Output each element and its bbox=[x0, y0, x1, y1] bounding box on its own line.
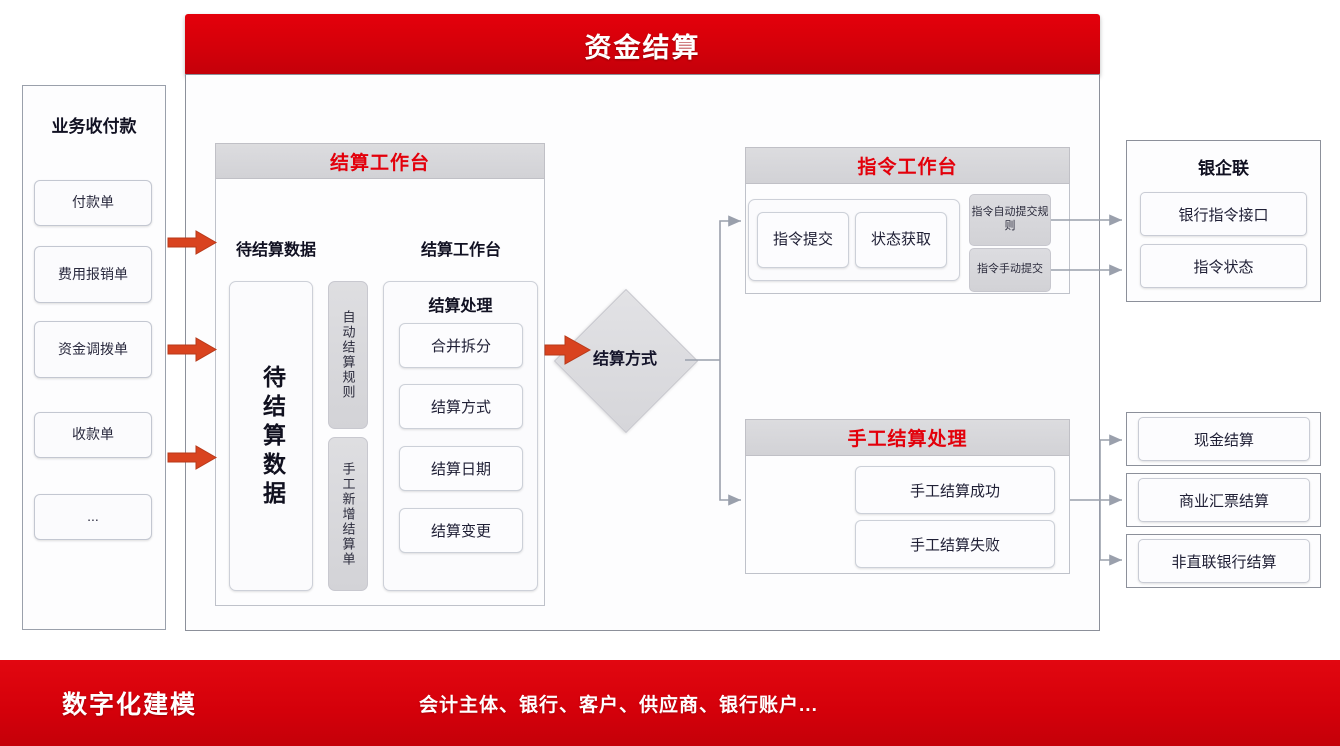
bank-instruction-interface-box[interactable]: 银行指令接口 bbox=[1140, 192, 1307, 236]
process-item-settlement-change[interactable]: 结算变更 bbox=[399, 508, 523, 553]
footer-title: 数字化建模 bbox=[62, 691, 198, 719]
doc-item-label: 费用报销单 bbox=[58, 265, 128, 282]
manual-settlement-failure-box[interactable]: 手工结算失败 bbox=[855, 520, 1055, 568]
process-item-merge-split[interactable]: 合并拆分 bbox=[399, 323, 523, 368]
settlement-process-title: 结算处理 bbox=[428, 298, 493, 315]
non-direct-bank-settlement-label: 非直联银行结算 bbox=[1171, 553, 1277, 571]
doc-item-expense-claim[interactable]: 费用报销单 bbox=[34, 246, 152, 303]
non-direct-bank-settlement-box[interactable]: 非直联银行结算 bbox=[1138, 539, 1310, 583]
commercial-bill-settlement-label: 商业汇票结算 bbox=[1178, 492, 1269, 510]
process-item-label: 合并拆分 bbox=[430, 338, 491, 355]
instruction-manual-submit-box[interactable]: 指令手动提交 bbox=[969, 248, 1051, 292]
manual-add-settlement-strip[interactable]: 手工新增结算单 bbox=[328, 437, 368, 591]
doc-item-payment-order[interactable]: 付款单 bbox=[34, 180, 152, 226]
cash-settlement-box[interactable]: 现金结算 bbox=[1138, 417, 1310, 461]
manual-settlement-failure-label: 手工结算失败 bbox=[909, 536, 1000, 554]
instruction-submit-box[interactable]: 指令提交 bbox=[757, 212, 849, 268]
pending-data-label: 待结算数据 bbox=[259, 364, 286, 510]
instruction-manual-submit-label: 指令手动提交 bbox=[977, 263, 1043, 276]
status-fetch-label: 状态获取 bbox=[870, 231, 931, 249]
settlement-workbench-header: 结算工作台 bbox=[215, 143, 545, 179]
manual-settlement-success-box[interactable]: 手工结算成功 bbox=[855, 466, 1055, 514]
doc-item-receipt-order[interactable]: 收款单 bbox=[34, 412, 152, 458]
commercial-bill-settlement-box[interactable]: 商业汇票结算 bbox=[1138, 478, 1310, 522]
manual-settlement-title: 手工结算处理 bbox=[847, 429, 968, 450]
settlement-workbench-column-title: 结算工作台 bbox=[420, 242, 501, 259]
business-receipts-title: 业务收付款 bbox=[51, 117, 137, 136]
settlement-workbench-title: 结算工作台 bbox=[329, 152, 430, 174]
bank-enterprise-title: 银企联 bbox=[1198, 159, 1249, 178]
doc-item-label: 资金调拨单 bbox=[58, 340, 128, 357]
instruction-auto-submit-rule-box[interactable]: 指令自动提交规则 bbox=[969, 194, 1051, 246]
doc-item-label: ... bbox=[87, 508, 99, 525]
doc-item-label: 付款单 bbox=[72, 194, 114, 211]
page-title: 资金结算 bbox=[584, 32, 701, 63]
process-item-label: 结算方式 bbox=[430, 399, 491, 416]
decision-label: 结算方式 bbox=[592, 350, 657, 368]
process-item-label: 结算变更 bbox=[430, 523, 491, 540]
footer-banner: 数字化建模 会计主体、银行、客户、供应商、银行账户... bbox=[0, 660, 1340, 746]
doc-item-label: 收款单 bbox=[72, 426, 114, 443]
manual-settlement-success-label: 手工结算成功 bbox=[909, 482, 1000, 500]
process-item-label: 结算日期 bbox=[430, 461, 491, 478]
instruction-status-box[interactable]: 指令状态 bbox=[1140, 244, 1307, 288]
instruction-workbench-header: 指令工作台 bbox=[745, 147, 1070, 184]
bank-instruction-interface-label: 银行指令接口 bbox=[1178, 206, 1269, 224]
instruction-auto-submit-rule-label: 指令自动提交规则 bbox=[971, 206, 1049, 232]
settlement-method-decision[interactable]: 结算方式 bbox=[553, 288, 699, 434]
process-item-settlement-date[interactable]: 结算日期 bbox=[399, 446, 523, 491]
cash-settlement-label: 现金结算 bbox=[1193, 431, 1254, 449]
status-fetch-box[interactable]: 状态获取 bbox=[855, 212, 947, 268]
doc-item-fund-transfer[interactable]: 资金调拨单 bbox=[34, 321, 152, 378]
manual-add-settlement-label: 手工新增结算单 bbox=[340, 461, 356, 567]
footer-subtitle: 会计主体、银行、客户、供应商、银行账户... bbox=[419, 694, 818, 716]
pending-data-column-title: 待结算数据 bbox=[235, 242, 316, 259]
instruction-submit-label: 指令提交 bbox=[772, 231, 833, 249]
auto-settlement-rule-label: 自动结算规则 bbox=[340, 310, 356, 400]
manual-settlement-header: 手工结算处理 bbox=[745, 419, 1070, 456]
page-title-banner: 资金结算 bbox=[185, 14, 1100, 76]
pending-data-box[interactable]: 待结算数据 bbox=[229, 281, 313, 591]
instruction-workbench-title: 指令工作台 bbox=[857, 157, 958, 178]
doc-item-more[interactable]: ... bbox=[34, 494, 152, 540]
auto-settlement-rule-strip[interactable]: 自动结算规则 bbox=[328, 281, 368, 429]
instruction-status-label: 指令状态 bbox=[1193, 258, 1254, 276]
process-item-settlement-method[interactable]: 结算方式 bbox=[399, 384, 523, 429]
